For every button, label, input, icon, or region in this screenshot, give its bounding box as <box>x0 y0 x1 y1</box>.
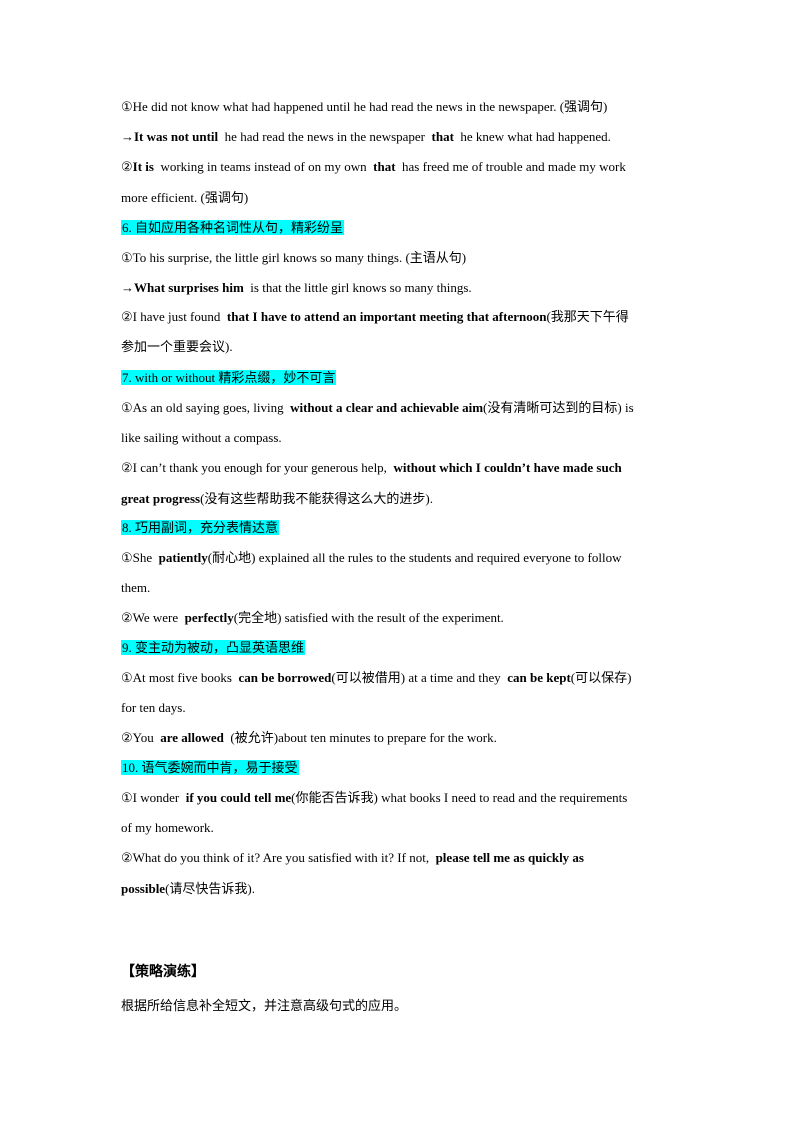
text-line: →What surprises him is that the little g… <box>121 279 681 297</box>
text-line: great progress(没有这些帮助我不能获得这么大的进步). <box>121 490 681 508</box>
bold-phrase: if you could tell me <box>185 790 292 805</box>
text-segment: ①She <box>121 550 159 565</box>
text-segment: has freed me of trouble and made my work <box>395 159 626 174</box>
text-segment: of my homework. <box>121 820 214 835</box>
bold-phrase: perfectly <box>184 610 234 625</box>
text-line: ②We were perfectly(完全地) satisfied with t… <box>121 609 681 627</box>
section-heading: 7. with or without 精彩点缀，妙不可言 <box>121 369 681 387</box>
bold-phrase: please tell me as quickly as <box>435 850 584 865</box>
text-segment: them. <box>121 580 151 595</box>
text-line: ②What do you think of it? Are you satisf… <box>121 849 681 867</box>
text-segment: (没有清晰可达到的目标) is <box>483 400 634 415</box>
bold-phrase: can be kept <box>507 670 571 685</box>
highlighted-heading-text: 6. 自如应用各种名词性从句，精彩纷呈 <box>121 220 345 235</box>
text-segment: (请尽快告诉我). <box>165 881 255 896</box>
bold-phrase: can be borrowed <box>238 670 332 685</box>
text-line: them. <box>121 579 681 597</box>
text-segment: like sailing without a compass. <box>121 430 282 445</box>
strategy-instruction: 根据所给信息补全短文，并注意高级句式的应用。 <box>121 998 408 1013</box>
text-segment: (没有这些帮助我不能获得这么大的进步). <box>200 491 433 506</box>
text-line: ①I wonder if you could tell me(你能否告诉我) w… <box>121 789 681 807</box>
bold-phrase: It was not until <box>134 129 219 144</box>
text-segment: ②What do you think of it? Are you satisf… <box>121 850 436 865</box>
text-line: ①She patiently(耐心地) explained all the ru… <box>121 549 681 567</box>
text-segment: → <box>121 280 134 295</box>
text-segment: ②I can’t thank you enough for your gener… <box>121 460 394 475</box>
text-line: ①To his surprise, the little girl knows … <box>121 249 681 267</box>
text-line: more efficient. (强调句) <box>121 189 681 207</box>
text-line: ①He did not know what had happened until… <box>121 98 681 116</box>
text-segment: for ten days. <box>121 700 186 715</box>
highlighted-heading-text: 8. 巧用副词，充分表情达意 <box>121 520 280 535</box>
text-segment: ①At most five books <box>121 670 239 685</box>
text-segment: (完全地) satisfied with the result of the e… <box>233 610 504 625</box>
bold-phrase: without a clear and achievable aim <box>290 400 484 415</box>
section-heading: 10. 语气委婉而中肯，易于接受 <box>121 759 681 777</box>
text-line: ②I have just found that I have to attend… <box>121 308 681 326</box>
text-segment: (你能否告诉我) what books I need to read and t… <box>291 790 628 805</box>
text-line: →It was not until he had read the news i… <box>121 128 681 146</box>
bold-phrase: that I have to attend an important meeti… <box>226 309 547 324</box>
highlighted-heading-text: 7. with or without 精彩点缀，妙不可言 <box>121 370 337 385</box>
text-segment: ②You <box>121 730 161 745</box>
bold-phrase: are allowed <box>160 730 224 745</box>
text-segment: is that the little girl knows so many th… <box>243 280 472 295</box>
bold-phrase: possible <box>121 881 166 896</box>
bold-phrase: that <box>431 129 454 144</box>
text-segment: working in teams instead of on my own <box>153 159 374 174</box>
text-segment: more efficient. (强调句) <box>121 190 249 205</box>
text-segment: (我那天下午得 <box>546 309 629 324</box>
text-line: 参加一个重要会议). <box>121 338 681 356</box>
bold-phrase: It is <box>132 159 154 174</box>
section-heading: 6. 自如应用各种名词性从句，精彩纷呈 <box>121 219 681 237</box>
text-segment: 参加一个重要会议). <box>121 339 233 354</box>
highlighted-heading-text: 10. 语气委婉而中肯，易于接受 <box>121 760 299 775</box>
text-segment: ①I wonder <box>121 790 186 805</box>
highlighted-heading-text: 9. 变主动为被动，凸显英语思维 <box>121 640 306 655</box>
text-line: of my homework. <box>121 819 681 837</box>
text-segment: ①To his surprise, the little girl knows … <box>121 250 467 265</box>
text-segment: ②I have just found <box>121 309 227 324</box>
text-segment: (可以被借用) at a time and they <box>331 670 508 685</box>
strategy-title: 【策略演练】 <box>121 965 205 980</box>
text-segment: ①He did not know what had happened until… <box>121 99 608 114</box>
text-segment: he knew what had happened. <box>453 129 611 144</box>
bold-phrase: patiently <box>158 550 208 565</box>
text-line: ②I can’t thank you enough for your gener… <box>121 459 681 477</box>
text-line: possible(请尽快告诉我). <box>121 880 681 898</box>
text-segment: he had read the news in the newspaper <box>218 129 432 144</box>
text-segment: ②We were <box>121 610 185 625</box>
text-segment: (被允许)about ten minutes to prepare for th… <box>223 730 497 745</box>
bold-phrase: great progress <box>121 491 201 506</box>
text-segment: (可以保存) <box>570 670 632 685</box>
text-line: ①As an old saying goes, living without a… <box>121 399 681 417</box>
text-segment: ①As an old saying goes, living <box>121 400 291 415</box>
bold-phrase: that <box>373 159 396 174</box>
text-line: for ten days. <box>121 699 681 717</box>
text-line: ①At most five books can be borrowed(可以被借… <box>121 669 681 687</box>
section-heading: 9. 变主动为被动，凸显英语思维 <box>121 639 681 657</box>
bold-phrase: without which I couldn’t have made such <box>393 460 622 475</box>
text-segment: ② <box>121 159 133 174</box>
bold-phrase: What surprises him <box>134 280 244 295</box>
text-line: ②You are allowed (被允许)about ten minutes … <box>121 729 681 747</box>
text-line: ②It is working in teams instead of on my… <box>121 158 681 176</box>
text-line: like sailing without a compass. <box>121 429 681 447</box>
section-heading: 8. 巧用副词，充分表情达意 <box>121 519 681 537</box>
text-segment: (耐心地) explained all the rules to the stu… <box>207 550 622 565</box>
text-segment: → <box>121 129 134 144</box>
